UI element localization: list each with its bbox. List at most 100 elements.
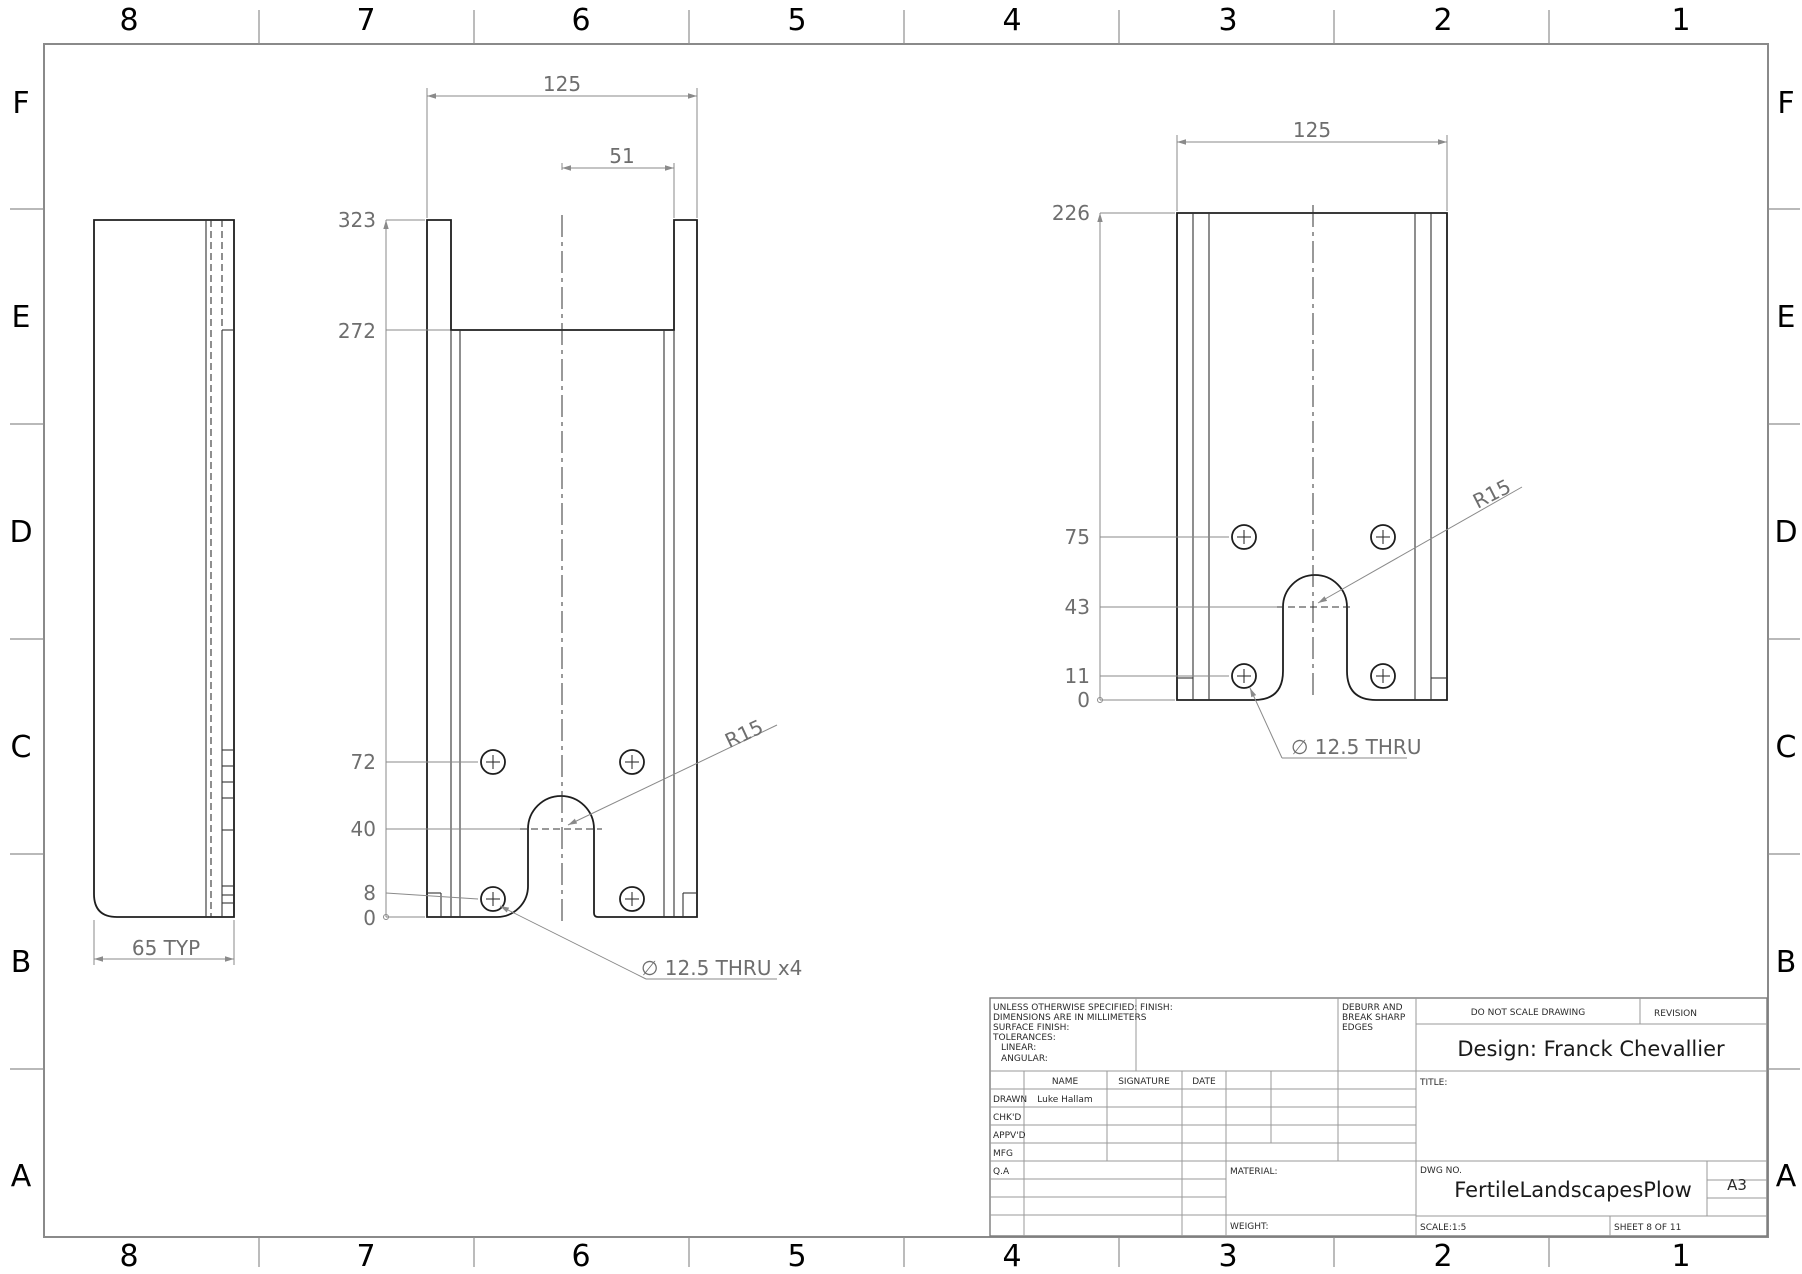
zone-row-d-left: D bbox=[9, 515, 32, 550]
sheet-size: A3 bbox=[1727, 1176, 1747, 1194]
zone-col-8-bottom: 8 bbox=[119, 1239, 138, 1274]
unless-note-line-3: SURFACE FINISH: bbox=[993, 1023, 1069, 1033]
do-not-scale-label: DO NOT SCALE DRAWING bbox=[1471, 1008, 1586, 1018]
zone-col-7-bottom: 7 bbox=[356, 1239, 375, 1274]
front-ordinate-8: 8 bbox=[363, 881, 376, 905]
dwg-no-label: DWG NO. bbox=[1420, 1166, 1462, 1176]
deburr-note-line-1: DEBURR AND bbox=[1342, 1003, 1403, 1013]
front-hole-top-right bbox=[619, 749, 645, 775]
zone-row-d-right: D bbox=[1774, 515, 1797, 550]
front-width-dimension: 125 bbox=[543, 72, 581, 96]
right-hole-bottom-right bbox=[1370, 663, 1396, 689]
name-header: NAME bbox=[1052, 1077, 1079, 1087]
zone-row-a-left: A bbox=[11, 1159, 32, 1194]
title-block: UNLESS OTHERWISE SPECIFIED: DIMENSIONS A… bbox=[989, 997, 1768, 1237]
front-view: 125 51 323 272 72 40 8 0 R15 ∅ 12.5 THRU… bbox=[338, 72, 803, 980]
zone-col-3-bottom: 3 bbox=[1218, 1239, 1237, 1274]
right-ordinate-75: 75 bbox=[1065, 525, 1090, 549]
unless-note-line-1: UNLESS OTHERWISE SPECIFIED: bbox=[993, 1003, 1137, 1013]
right-view-outline bbox=[1176, 212, 1448, 701]
scale-label: SCALE:1:5 bbox=[1420, 1223, 1466, 1233]
zone-col-3-top: 3 bbox=[1218, 3, 1237, 38]
weight-label: WEIGHT: bbox=[1230, 1222, 1269, 1232]
drawn-by-name: Luke Hallam bbox=[1037, 1095, 1092, 1105]
unless-note-line-6: ANGULAR: bbox=[1001, 1054, 1048, 1064]
drawing-number: FertileLandscapesPlow bbox=[1454, 1178, 1692, 1202]
zone-row-a-right: A bbox=[1776, 1159, 1797, 1194]
zone-col-4-top: 4 bbox=[1002, 3, 1021, 38]
zone-col-1-bottom: 1 bbox=[1671, 1239, 1690, 1274]
side-view-outline bbox=[93, 219, 235, 918]
front-ordinate-40: 40 bbox=[351, 817, 376, 841]
front-ordinate-272: 272 bbox=[338, 319, 376, 343]
front-slot-width-dimension: 51 bbox=[609, 144, 634, 168]
zone-col-2-top: 2 bbox=[1433, 3, 1452, 38]
zone-row-e-left: E bbox=[12, 300, 31, 335]
row-label-approved: APPV'D bbox=[993, 1131, 1026, 1141]
inner-frame bbox=[43, 43, 1769, 1238]
material-label: MATERIAL: bbox=[1230, 1167, 1278, 1177]
sheet-number: SHEET 8 OF 11 bbox=[1614, 1223, 1681, 1233]
design-credit: Design: Franck Chevallier bbox=[1457, 1037, 1725, 1061]
unless-note-line-2: DIMENSIONS ARE IN MILLIMETERS bbox=[993, 1013, 1147, 1023]
front-hole-bottom-left bbox=[480, 886, 506, 912]
right-radius-label: R15 bbox=[1469, 474, 1515, 513]
front-radius-leader bbox=[567, 724, 778, 826]
unless-note-line-4: TOLERANCES: bbox=[992, 1033, 1056, 1043]
right-hole-callout: ∅ 12.5 THRU bbox=[1291, 735, 1421, 759]
revision-label: REVISION bbox=[1654, 1009, 1697, 1019]
zone-col-5-top: 5 bbox=[787, 3, 806, 38]
right-hole-top-right bbox=[1370, 524, 1396, 550]
side-width-dimension: 65 TYP bbox=[132, 936, 200, 960]
right-ordinate-43: 43 bbox=[1065, 595, 1090, 619]
zone-row-e-right: E bbox=[1777, 300, 1796, 335]
front-radius-label: R15 bbox=[721, 714, 767, 752]
zone-col-2-bottom: 2 bbox=[1433, 1239, 1452, 1274]
right-hole-leader bbox=[1249, 687, 1283, 759]
zone-col-6-top: 6 bbox=[571, 3, 590, 38]
row-label-checked: CHK'D bbox=[993, 1113, 1021, 1123]
zone-row-f-right: F bbox=[1777, 86, 1794, 121]
zone-row-c-left: C bbox=[11, 730, 32, 765]
right-width-dimension: 125 bbox=[1293, 118, 1331, 142]
right-hole-top-left bbox=[1231, 524, 1257, 550]
zone-row-b-right: B bbox=[1776, 945, 1797, 980]
zone-row-c-right: C bbox=[1776, 730, 1797, 765]
unless-note-line-5: LINEAR: bbox=[1001, 1043, 1036, 1053]
front-view-outline bbox=[426, 219, 698, 918]
front-hole-top-left bbox=[480, 749, 506, 775]
row-label-drawn: DRAWN bbox=[993, 1095, 1027, 1105]
zone-col-4-bottom: 4 bbox=[1002, 1239, 1021, 1274]
row-label-qa: Q.A bbox=[993, 1167, 1010, 1177]
right-radius-leader bbox=[1317, 486, 1523, 604]
zone-col-5-bottom: 5 bbox=[787, 1239, 806, 1274]
zone-col-6-bottom: 6 bbox=[571, 1239, 590, 1274]
zone-col-8-top: 8 bbox=[119, 3, 138, 38]
date-header: DATE bbox=[1192, 1077, 1216, 1087]
zone-ticks bbox=[10, 10, 1800, 1267]
right-ordinate-226: 226 bbox=[1052, 201, 1090, 225]
zone-row-b-left: B bbox=[11, 945, 32, 980]
zone-col-1-top: 1 bbox=[1671, 3, 1690, 38]
finish-label: FINISH: bbox=[1140, 1003, 1173, 1013]
right-ordinate-11: 11 bbox=[1065, 664, 1090, 688]
title-block-frame bbox=[989, 997, 1768, 1237]
side-view: 65 TYP bbox=[93, 219, 235, 965]
right-view: 125 226 75 43 11 0 R15 ∅ 12.5 THRU bbox=[1052, 118, 1523, 759]
front-ordinate-0: 0 bbox=[363, 906, 376, 930]
zone-col-7-top: 7 bbox=[356, 3, 375, 38]
deburr-note-line-2: BREAK SHARP bbox=[1342, 1013, 1406, 1023]
deburr-note-line-3: EDGES bbox=[1342, 1023, 1373, 1033]
front-hole-leader bbox=[499, 905, 647, 980]
zone-row-f-left: F bbox=[12, 86, 29, 121]
front-ordinate-72: 72 bbox=[351, 750, 376, 774]
right-hole-bottom-left bbox=[1231, 663, 1257, 689]
front-hole-callout: ∅ 12.5 THRU x4 bbox=[641, 956, 802, 980]
front-ordinate-323: 323 bbox=[338, 208, 376, 232]
drawing-border: 8 7 6 5 4 3 2 1 8 7 6 5 4 3 2 1 F E D C … bbox=[9, 3, 1800, 1274]
front-hole-bottom-right bbox=[619, 886, 645, 912]
right-ordinate-0: 0 bbox=[1077, 688, 1090, 712]
signature-header: SIGNATURE bbox=[1118, 1077, 1170, 1087]
row-label-mfg: MFG bbox=[993, 1149, 1013, 1159]
title-label: TITLE: bbox=[1419, 1078, 1447, 1088]
